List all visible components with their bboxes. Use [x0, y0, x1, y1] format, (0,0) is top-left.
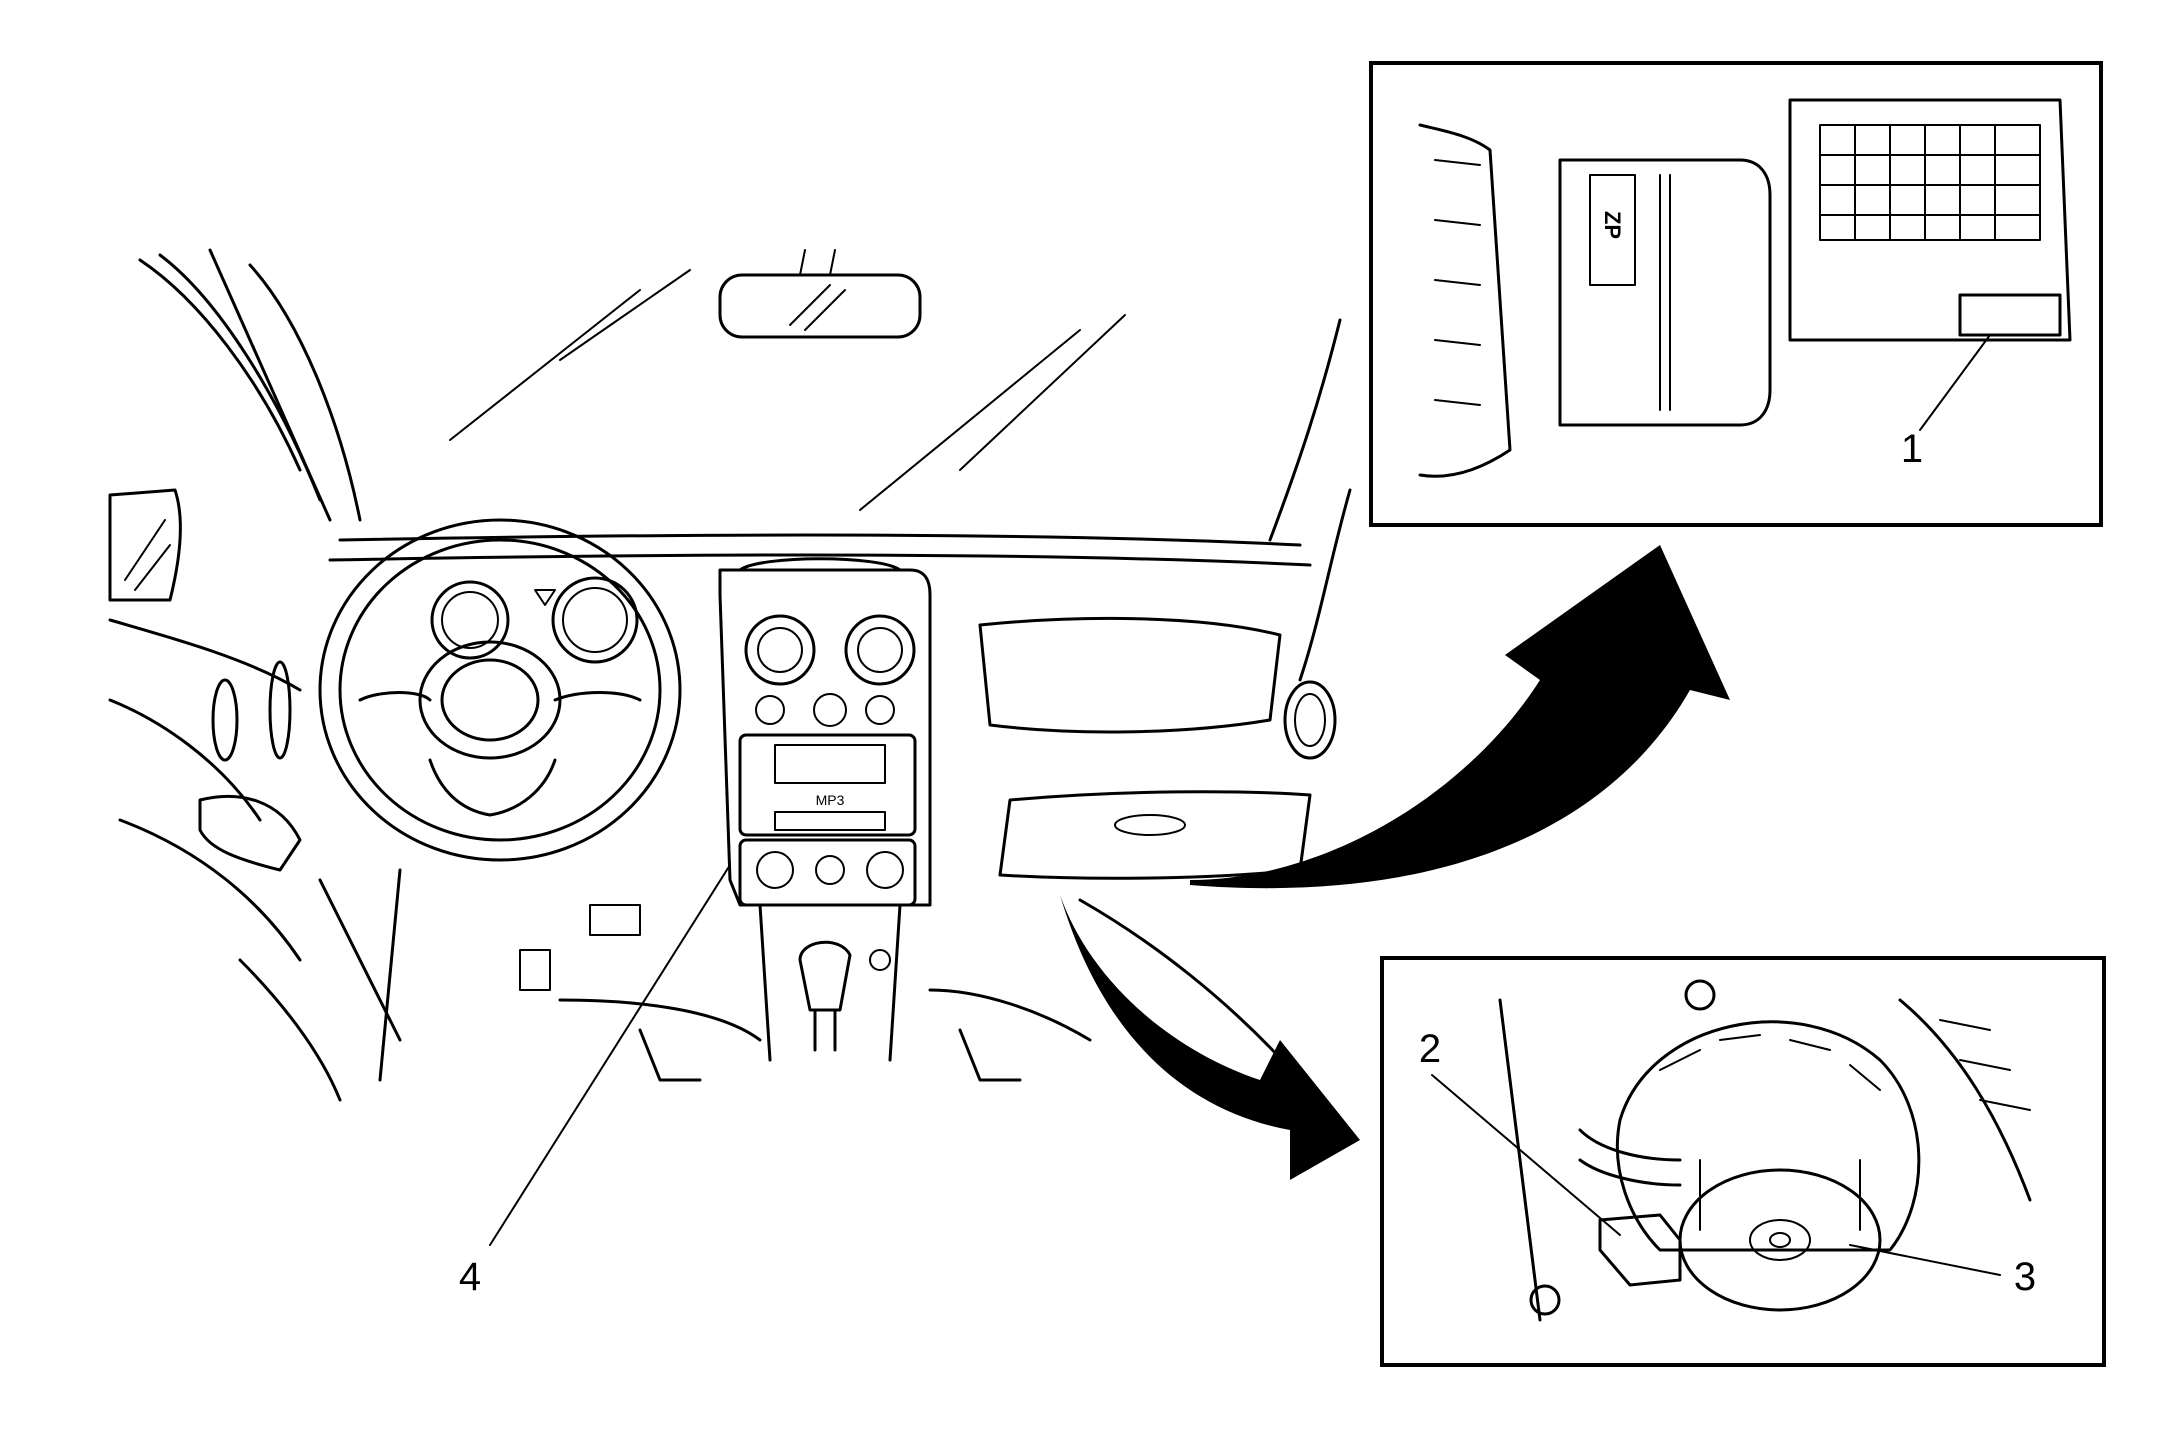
steering-wheel	[318, 518, 682, 862]
callout-2-label: 2	[1419, 1027, 1441, 1071]
radio-unit: MP3	[738, 733, 917, 837]
instrument-cluster	[430, 576, 639, 664]
component-1	[1958, 293, 2062, 337]
housing-marking: ZP	[1600, 211, 1625, 239]
callout-4-label: 4	[459, 1255, 481, 1299]
glove-box	[978, 616, 1337, 880]
component-3-blower-motor	[1678, 1159, 1882, 1312]
component-2-connector	[1598, 1213, 1682, 1287]
callout-1-label: 1	[1901, 427, 1923, 471]
arrow-to-top-inset	[1190, 545, 1730, 889]
center-console: MP3	[718, 557, 932, 1062]
rear-view-mirror	[718, 249, 922, 339]
inset-blower-motor: 2 3	[1380, 956, 2106, 1367]
climate-control-panel	[738, 838, 917, 907]
radio-display-text: MP3	[816, 792, 845, 808]
inset-hvac-module: ZP 1	[1369, 61, 2103, 527]
filter-grid	[1819, 124, 2041, 241]
callout-4: 4	[459, 864, 731, 1299]
callout-3-label: 3	[2014, 1255, 2036, 1299]
side-mirror-left	[108, 488, 182, 602]
arrow-to-bottom-inset	[1060, 895, 1360, 1180]
car-interior-view: MP3	[108, 248, 1352, 1102]
